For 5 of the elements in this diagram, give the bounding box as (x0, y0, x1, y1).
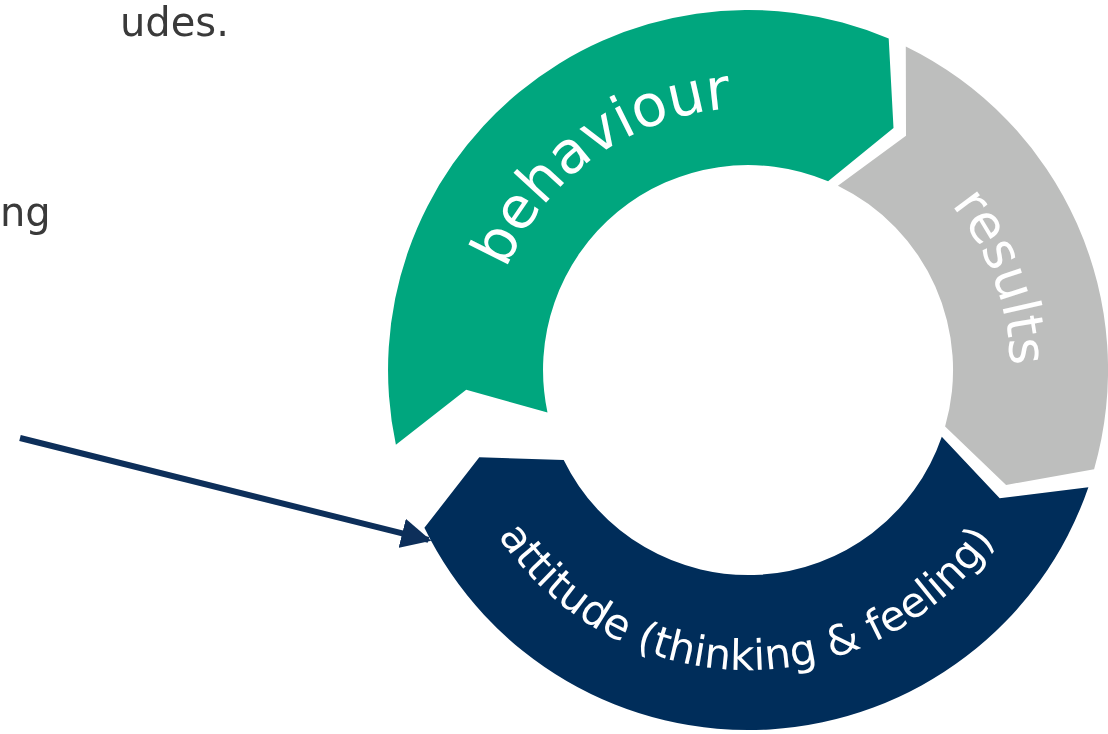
text-fragment: udes. (120, 2, 229, 42)
cycle-arrow-segment (837, 46, 1108, 485)
arrow (19, 435, 432, 548)
cycle-arrow-segment (424, 436, 1089, 731)
cycle-arrow-segment (388, 10, 894, 445)
